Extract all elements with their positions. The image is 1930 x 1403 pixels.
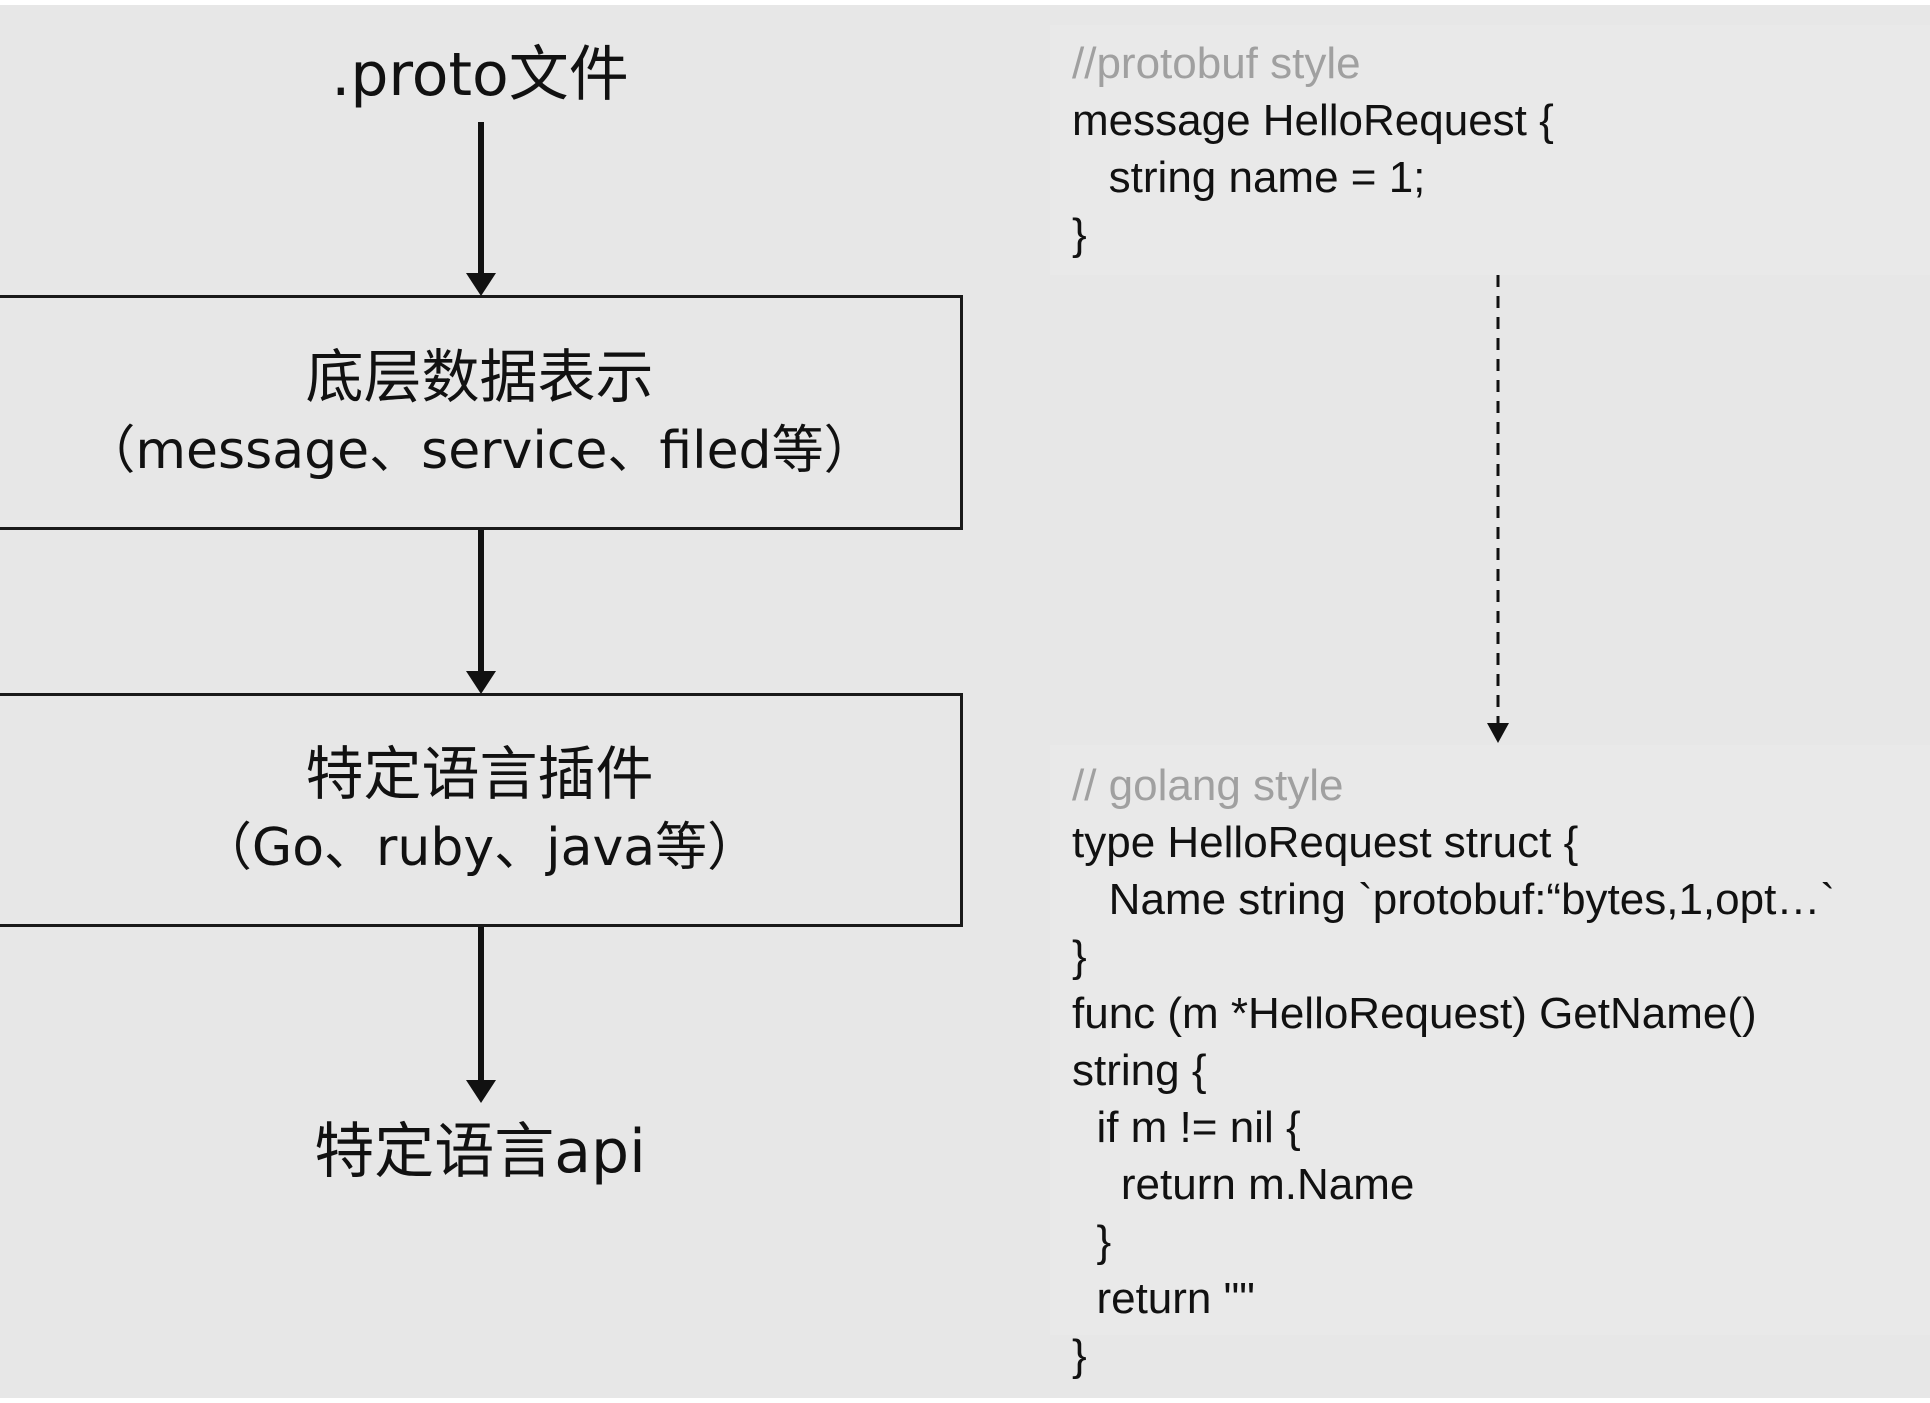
code-line: }: [1072, 210, 1087, 259]
code-line: func (m *HelloRequest) GetName(): [1072, 989, 1757, 1038]
code-line: string name = 1;: [1072, 153, 1426, 202]
language-plugin-box: 特定语言插件 （Go、ruby、java等）: [0, 693, 963, 927]
code-line: if m != nil {: [1072, 1103, 1301, 1152]
data-layer-title: 底层数据表示: [305, 342, 654, 411]
language-plugin-title: 特定语言插件: [305, 740, 654, 808]
proto-code-panel: [1050, 25, 1930, 275]
protobuf-code-block: //protobuf style message HelloRequest { s…: [1072, 35, 1554, 263]
arrow-data-to-plugin: [466, 530, 496, 694]
golang-comment: // golang style: [1072, 761, 1344, 810]
proto-file-label: .proto文件: [331, 40, 629, 110]
arrow-proto-to-data: [466, 122, 496, 296]
code-line: string {: [1072, 1046, 1207, 1095]
language-api-label: 特定语言api: [314, 1117, 646, 1187]
code-line: message HelloRequest {: [1072, 96, 1554, 145]
flow-arrows: [466, 122, 1509, 1103]
code-line: type HelloRequest struct {: [1072, 818, 1579, 867]
code-line: }: [1072, 1331, 1087, 1380]
protobuf-comment: //protobuf style: [1072, 39, 1361, 88]
language-plugin-subtitle: （Go、ruby、java等）: [199, 818, 760, 878]
data-layer-subtitle: （message、service、filed等）: [83, 420, 876, 481]
code-line: }: [1072, 1217, 1112, 1266]
go-code-panel: [1050, 745, 1930, 1335]
arrow-plugin-to-api: [466, 927, 496, 1103]
code-line: return "": [1072, 1274, 1255, 1323]
golang-code-block: // golang style type HelloRequest struct …: [1072, 757, 1835, 1384]
arrow-dashed-proto-to-go: [1487, 275, 1509, 743]
data-layer-box: 底层数据表示 （message、service、filed等）: [0, 295, 963, 530]
code-line: Name string `protobuf:“bytes,1,opt…`: [1072, 875, 1835, 924]
code-line: }: [1072, 932, 1087, 981]
code-line: return m.Name: [1072, 1160, 1415, 1209]
